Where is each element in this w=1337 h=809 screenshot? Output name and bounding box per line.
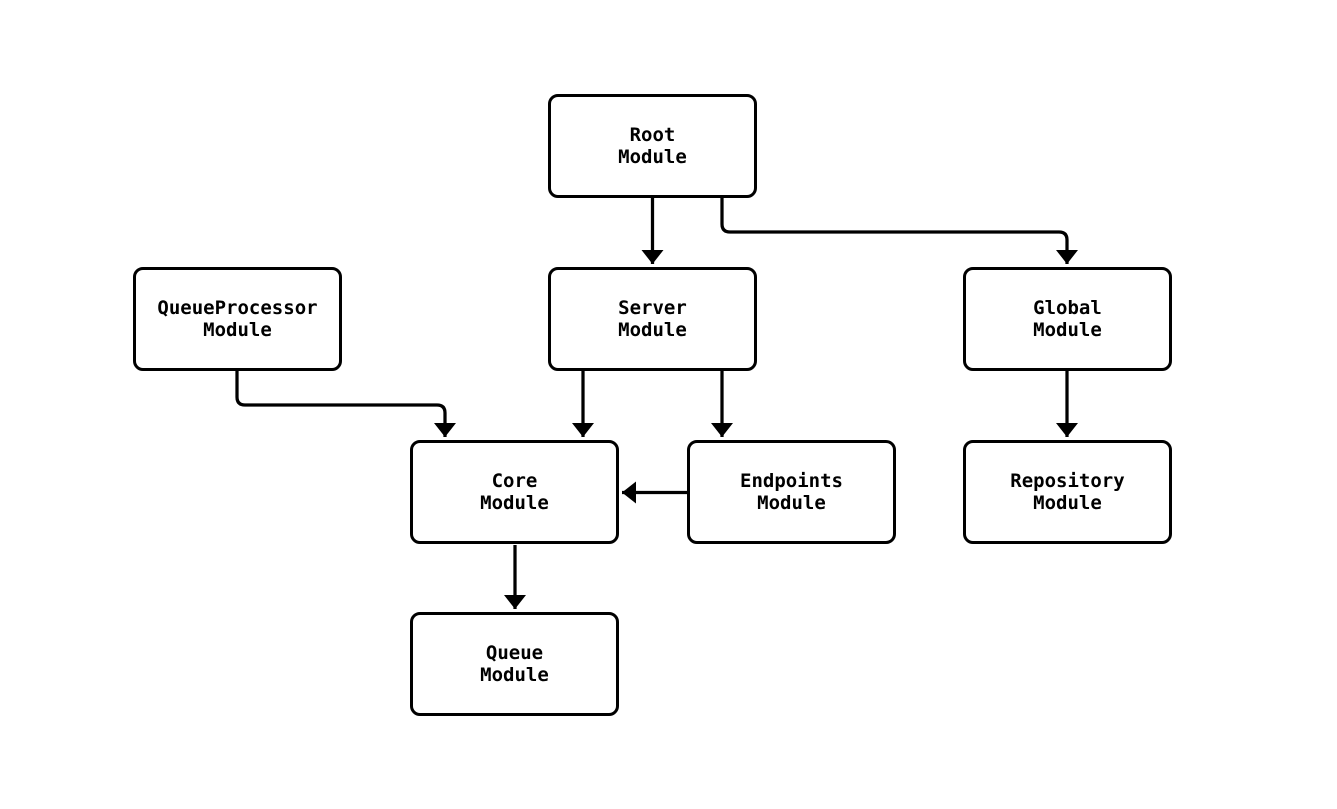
node-core-module-label: Core Module bbox=[480, 470, 549, 514]
node-repository-module-label: Repository Module bbox=[1010, 470, 1125, 514]
node-queue-module-label: Queue Module bbox=[480, 642, 549, 686]
node-global-module-label: Global Module bbox=[1033, 297, 1102, 341]
node-queueprocessor-module: QueueProcessor Module bbox=[133, 267, 342, 371]
node-root-module-label: Root Module bbox=[618, 124, 687, 168]
node-server-module-label: Server Module bbox=[618, 297, 687, 341]
node-root-module: Root Module bbox=[548, 94, 757, 198]
node-queueprocessor-module-label: QueueProcessor Module bbox=[157, 297, 318, 341]
node-endpoints-module: Endpoints Module bbox=[687, 440, 896, 544]
node-core-module: Core Module bbox=[410, 440, 619, 544]
node-global-module: Global Module bbox=[963, 267, 1172, 371]
edge-queueprocessor-core bbox=[235, 371, 456, 437]
edge-root-global bbox=[720, 198, 1078, 264]
node-queue-module: Queue Module bbox=[410, 612, 619, 716]
node-endpoints-module-label: Endpoints Module bbox=[740, 470, 843, 514]
node-repository-module: Repository Module bbox=[963, 440, 1172, 544]
node-server-module: Server Module bbox=[548, 267, 757, 371]
